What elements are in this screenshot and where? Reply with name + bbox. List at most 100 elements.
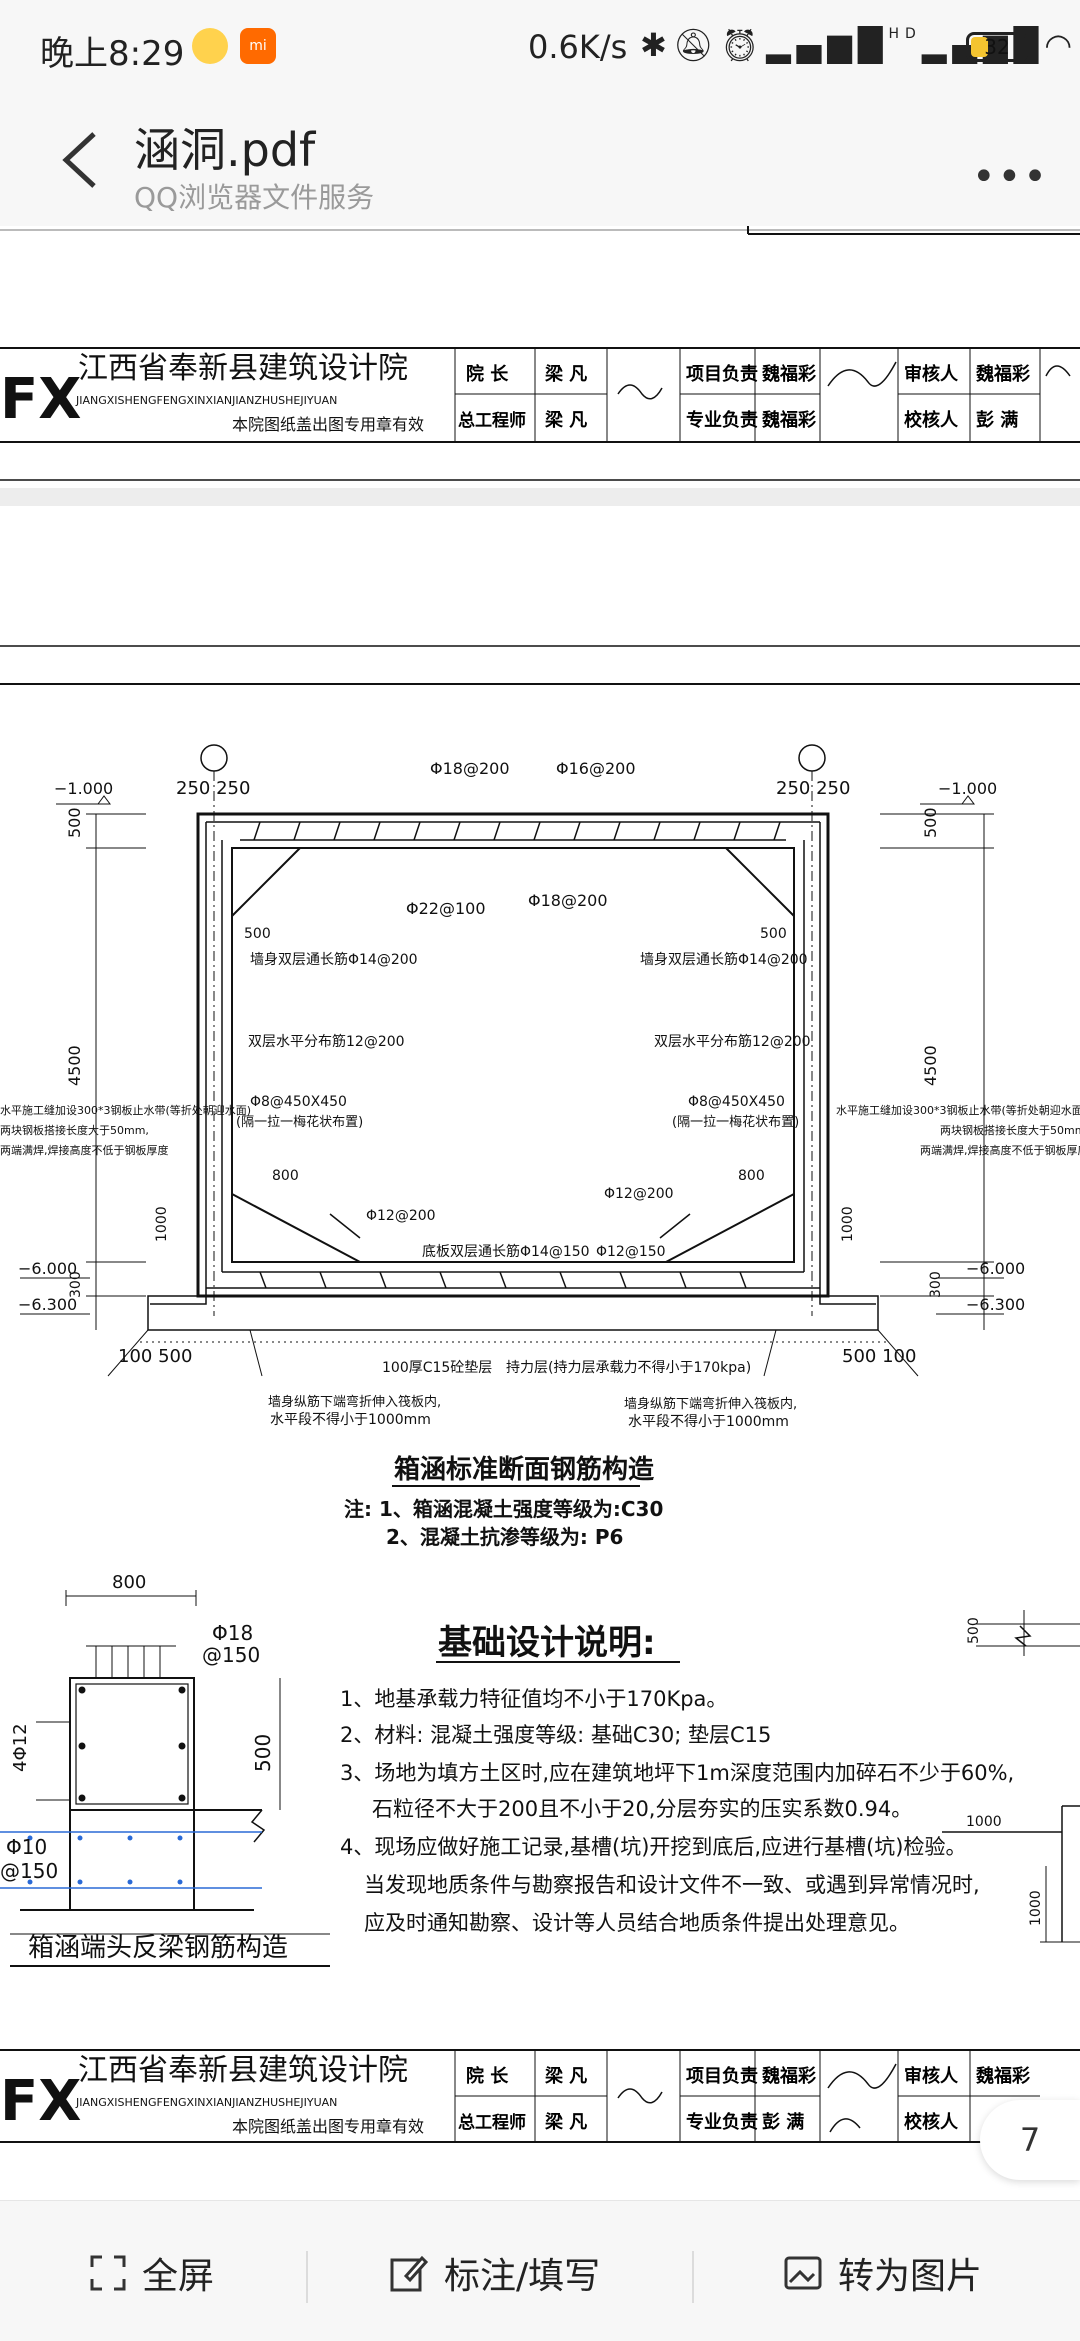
label-250-right: 250 250	[776, 778, 850, 799]
signature-5	[827, 2063, 897, 2089]
annotate-label: 标注/填写	[444, 2256, 601, 2297]
mute-icon: 🔕︎	[672, 26, 720, 64]
stamp-note-2: 本院图纸盖出图专用章有效	[232, 2117, 424, 2136]
notification-app-icon	[192, 28, 228, 64]
label-elev-1000-right: −1.000	[938, 779, 997, 798]
cell2-chief-name: 梁 凡	[544, 2111, 587, 2133]
cell-pm-name: 魏福彩	[761, 363, 816, 385]
convert-image-button[interactable]: 转为图片	[782, 2247, 982, 2299]
label-phi18-200-b: Φ18@200	[528, 891, 608, 910]
cell-dean-name: 梁 凡	[544, 363, 587, 385]
status-time: 晚上8:29	[40, 34, 185, 74]
annotate-button[interactable]: 标注/填写	[388, 2247, 600, 2299]
label-phi12-200-right: Φ12@200	[604, 1186, 674, 1202]
label-bar-note-left-2: 水平段不得小于1000mm	[270, 1411, 431, 1428]
label-elev-6000-right: −6.000	[966, 1259, 1025, 1278]
cell-reviewer-name: 魏福彩	[975, 363, 1030, 385]
cell2-chief-label: 总工程师	[458, 2112, 526, 2133]
bottom-toolbar: 全屏 标注/填写 转为图片	[0, 2200, 1080, 2341]
label-500-a: 500	[244, 926, 271, 942]
foundation-line-1: 1、地基承载力特征值均不小于170Kpa。	[340, 1687, 727, 1711]
box-culvert-section	[20, 744, 1004, 1377]
label-waterstop-right-3: 两端满焊,焊接高度不低于钢板厚度	[920, 1143, 1080, 1157]
file-title: 涵洞.pdf	[134, 123, 316, 177]
beam-500: 500	[251, 1734, 275, 1772]
label-800-right: 800	[738, 1168, 765, 1184]
label-horiz-right: 双层水平分布筋12@200	[654, 1033, 811, 1050]
stamp-note: 本院图纸盖出图专用章有效	[232, 415, 424, 434]
beam-800: 800	[112, 1572, 146, 1593]
cell-chief-label: 总工程师	[458, 410, 526, 431]
foundation-title: 基础设计说明:	[438, 1623, 656, 1663]
pdf-page-drawing: FX 江西省奉新县建筑设计院 JIANGXISHENGFENGXINXIANJI…	[0, 226, 1080, 2143]
pdf-viewer[interactable]: FX 江西省奉新县建筑设计院 JIANGXISHENGFENGXINXIANJI…	[0, 226, 1080, 2180]
label-500-right: 500	[921, 807, 940, 838]
signature-1	[617, 384, 663, 400]
label-bottom-long: 底板双层通长筋Φ14@150	[422, 1243, 590, 1260]
cell2-reviewer-label: 审核人	[904, 2065, 959, 2087]
label-bar-note-right-2: 水平段不得小于1000mm	[628, 1413, 789, 1430]
label-800-left: 800	[272, 1168, 299, 1184]
cell2-spec-label: 专业负责	[686, 2111, 758, 2133]
signature-6	[829, 2118, 861, 2133]
label-phi12-150: Φ12@150	[596, 1244, 666, 1260]
logo-fx: FX	[0, 367, 81, 432]
title-block-bottom: FX 江西省奉新县建筑设计院 JIANGXISHENGFENGXINXIANJI…	[0, 2049, 1080, 2143]
cell2-pm-label: 项目负责	[686, 2065, 758, 2087]
cell-spec-name: 魏福彩	[761, 409, 816, 431]
cell-dean-label: 院 长	[466, 363, 509, 385]
file-subtitle: QQ浏览器文件服务	[134, 181, 375, 214]
convert-image-label: 转为图片	[838, 2256, 983, 2297]
app-header: 涵洞.pdf QQ浏览器文件服务 •••	[0, 96, 1080, 227]
signal-icon: ▂▄▆█	[766, 26, 889, 64]
label-1000-left: 1000	[154, 1206, 170, 1242]
foundation-line-3: 3、场地为填方土区时,应在建筑地坪下1m深度范围内加碎石不少于60%,	[340, 1761, 1014, 1785]
fullscreen-button[interactable]: 全屏	[88, 2247, 214, 2299]
foundation-line-7: 应及时通知勘察、设计等人员结合地质条件提出处理意见。	[364, 1911, 910, 1935]
cell-spec-label: 专业负责	[686, 409, 758, 431]
institute-pinyin-2: JIANGXISHENGFENGXINXIANJIANZHUSHEJIYUAN	[75, 2096, 337, 2109]
battery-icon: 32	[966, 32, 1028, 62]
label-500-left: 500	[65, 807, 84, 838]
foundation-line-4: 石粒径不大于200且不小于20,分层夯实的压实系数0.94。	[372, 1797, 912, 1821]
signature-3	[1045, 365, 1071, 377]
label-elev-6300-left: −6.300	[18, 1295, 77, 1314]
right-500: 500	[966, 1617, 982, 1644]
wifi-icon: ◠	[1044, 26, 1079, 64]
cell-checker-name: 彭 满	[976, 409, 1018, 431]
right-edge-detail	[942, 1610, 1080, 1943]
edit-icon	[390, 2255, 429, 2292]
institute-pinyin: JIANGXISHENGFENGXINXIANJIANZHUSHEJIYUAN	[75, 394, 337, 407]
beam-4phi12: 4Φ12	[10, 1723, 31, 1772]
label-phi12-200-left: Φ12@200	[366, 1208, 436, 1224]
alarm-icon: ⏰︎	[719, 26, 767, 64]
right-edge-labels: 500 1000 1000	[966, 1617, 1044, 1926]
foundation-line-5: 4、现场应做好施工记录,基槽(坑)开挖到底后,应进行基槽(坑)检验。	[340, 1835, 966, 1859]
label-4500-right: 4500	[921, 1045, 940, 1086]
label-elev-6300-right: −6.300	[966, 1295, 1025, 1314]
cell2-dean-label: 院 长	[466, 2065, 509, 2087]
cell2-dean-name: 梁 凡	[544, 2065, 587, 2087]
section-labels: Φ18@200 Φ16@200 250 250 250 250 −1.000 −…	[0, 759, 1080, 1549]
institute-name-2: 江西省奉新县建筑设计院	[78, 2053, 408, 2088]
hd-label: HD	[888, 26, 922, 42]
more-options-icon[interactable]: •••	[972, 154, 1049, 200]
page-number-badge[interactable]: 7	[980, 2100, 1080, 2180]
label-250-left: 250 250	[176, 778, 250, 799]
label-wall-long-right: 墙身双层通长筋Φ14@200	[640, 951, 808, 968]
label-horiz-left: 双层水平分布筋12@200	[248, 1033, 405, 1050]
image-convert-icon	[784, 2256, 822, 2290]
signature-4	[617, 2088, 663, 2104]
cell-checker-label: 校核人	[904, 409, 959, 431]
label-300-right: 300	[928, 1271, 944, 1298]
fullscreen-icon	[90, 2255, 126, 2291]
cell2-checker-label: 校核人	[904, 2111, 959, 2133]
back-arrow-icon[interactable]	[58, 130, 102, 190]
logo-fx-2: FX	[0, 2069, 81, 2134]
net-speed: 0.6K/s	[528, 28, 628, 66]
label-wall-long-left: 墙身双层通长筋Φ14@200	[250, 951, 418, 968]
label-100-500: 100 500	[118, 1346, 192, 1367]
battery-level: 32	[984, 35, 1010, 59]
note-2: 2、混凝土抗渗等级为: P6	[386, 1525, 623, 1549]
label-bar-note-left: 墙身纵筋下端弯折伸入筏板内,	[268, 1394, 441, 1410]
